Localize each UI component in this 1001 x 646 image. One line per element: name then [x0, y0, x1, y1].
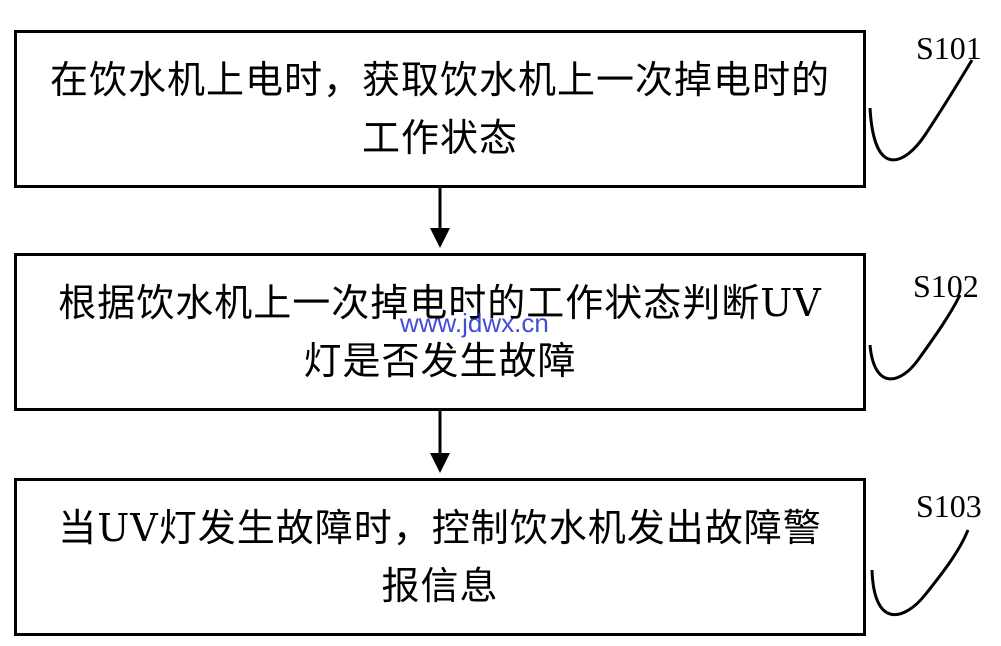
step-id-s101: S101: [916, 30, 982, 66]
leader-line-s101: [868, 59, 974, 162]
step-box-s103: 当UV灯发生故障时，控制饮水机发出故障警报信息: [14, 478, 866, 636]
step-text-s103: 当UV灯发生故障时，控制饮水机发出故障警报信息: [58, 506, 822, 608]
leader-line-s102: [868, 294, 962, 381]
step-box-s101: 在饮水机上电时，获取饮水机上一次掉电时的工作状态: [14, 30, 866, 188]
arrow-head-1: [430, 228, 450, 248]
step-text-s102: 根据饮水机上一次掉电时的工作状态判断UV灯是否发生故障: [58, 281, 822, 383]
step-text-s101: 在饮水机上电时，获取饮水机上一次掉电时的工作状态: [49, 58, 830, 160]
arrow-head-2: [430, 453, 450, 473]
watermark: www.jdwx.cn: [400, 308, 549, 338]
leader-line-s103: [870, 529, 970, 616]
step-box-s102: 根据饮水机上一次掉电时的工作状态判断UV灯是否发生故障: [14, 253, 866, 411]
step-id-s103: S103: [916, 488, 982, 524]
step-id-s102: S102: [913, 268, 979, 304]
